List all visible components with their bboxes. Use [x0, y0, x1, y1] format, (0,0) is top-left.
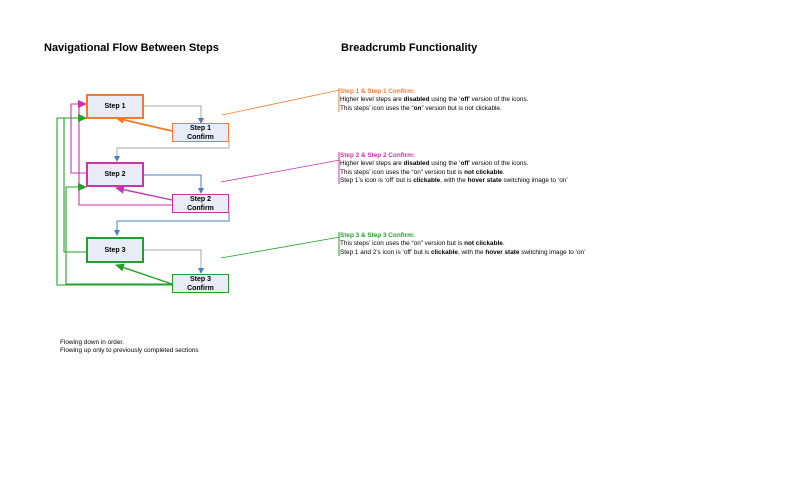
- note-step-2-title: Step 2 & Step 2 Confirm:: [340, 152, 415, 159]
- step-2-confirm-box: Step 2 Confirm: [172, 194, 229, 213]
- callout-line-3: [220, 236, 341, 259]
- callout-line-2: [220, 159, 341, 183]
- green-to-step2: [65, 183, 172, 285]
- step-3-confirm-label-2: Confirm: [187, 284, 214, 292]
- down-connector-4: [114, 213, 230, 236]
- step-1-confirm-label-1: Step 1: [189, 124, 211, 132]
- note-step-1-line-2: This steps’ icon uses the “on” version b…: [340, 104, 502, 112]
- left-heading: Navigational Flow Between Steps: [44, 42, 219, 54]
- pink-return-arrow: [115, 185, 173, 201]
- legend: Flowing down in order. Flowing up only t…: [60, 339, 199, 356]
- legend-line-2: Flowing up only to previously completed …: [60, 347, 199, 355]
- step-1-label: Step 1: [104, 103, 126, 110]
- step-2-box: Step 2: [86, 162, 144, 187]
- green-step3-loop: [63, 114, 87, 253]
- orange-return-arrow: [115, 115, 173, 132]
- step-2-confirm-label-1: Step 2: [189, 195, 211, 203]
- step-1-confirm-label-2: Confirm: [187, 133, 214, 141]
- note-step-3-line-1: This steps’ icon uses the “on” version b…: [340, 240, 505, 248]
- note-step-2-line-1: Higher level steps are disabled using th…: [340, 160, 529, 168]
- down-connector-1: [144, 105, 204, 124]
- note-step-2-line-2: This steps’ icon uses the “on” version b…: [340, 168, 505, 176]
- down-connector-3: [144, 174, 204, 194]
- pink-from-step2: [70, 100, 87, 174]
- step-3-label: Step 3: [104, 246, 126, 254]
- legend-line-1: Flowing down in order.: [60, 339, 124, 346]
- down-connector-5: [144, 249, 204, 274]
- step-1-box: Step 1: [86, 94, 144, 119]
- step-3-confirm-label-1: Step 3: [189, 275, 211, 283]
- note-step-2-line-3: Step 1’s icon is ‘off’ but is clickable,…: [340, 176, 568, 184]
- note-step-1-line-1: Higher level steps are disabled using th…: [340, 96, 529, 104]
- step-3-box: Step 3: [86, 237, 144, 263]
- note-step-2: Step 2 & Step 2 Confirm: Higher level st…: [340, 152, 568, 185]
- callout-line-1: [221, 89, 341, 116]
- note-step-3-title: Step 3 & Step 3 Confirm:: [340, 232, 415, 239]
- step-2-confirm-label-2: Confirm: [187, 204, 214, 212]
- step-3-confirm-box: Step 3 Confirm: [172, 274, 229, 293]
- down-connector-2: [114, 141, 230, 162]
- note-step-1-title: Step 1 & Step 1 Confirm:: [340, 88, 415, 95]
- green-return-arrow: [115, 263, 173, 285]
- right-heading: Breadcrumb Functionality: [341, 42, 478, 54]
- note-step-3-line-2: Step 1 and 2’s icon is ‘off’ but is clic…: [340, 248, 586, 256]
- step-2-label: Step 2: [104, 171, 126, 178]
- note-step-3: Step 3 & Step 3 Confirm: This steps’ ico…: [340, 232, 586, 257]
- step-1-confirm-box: Step 1 Confirm: [172, 123, 229, 142]
- note-step-1: Step 1 & Step 1 Confirm: Higher level st…: [340, 88, 528, 113]
